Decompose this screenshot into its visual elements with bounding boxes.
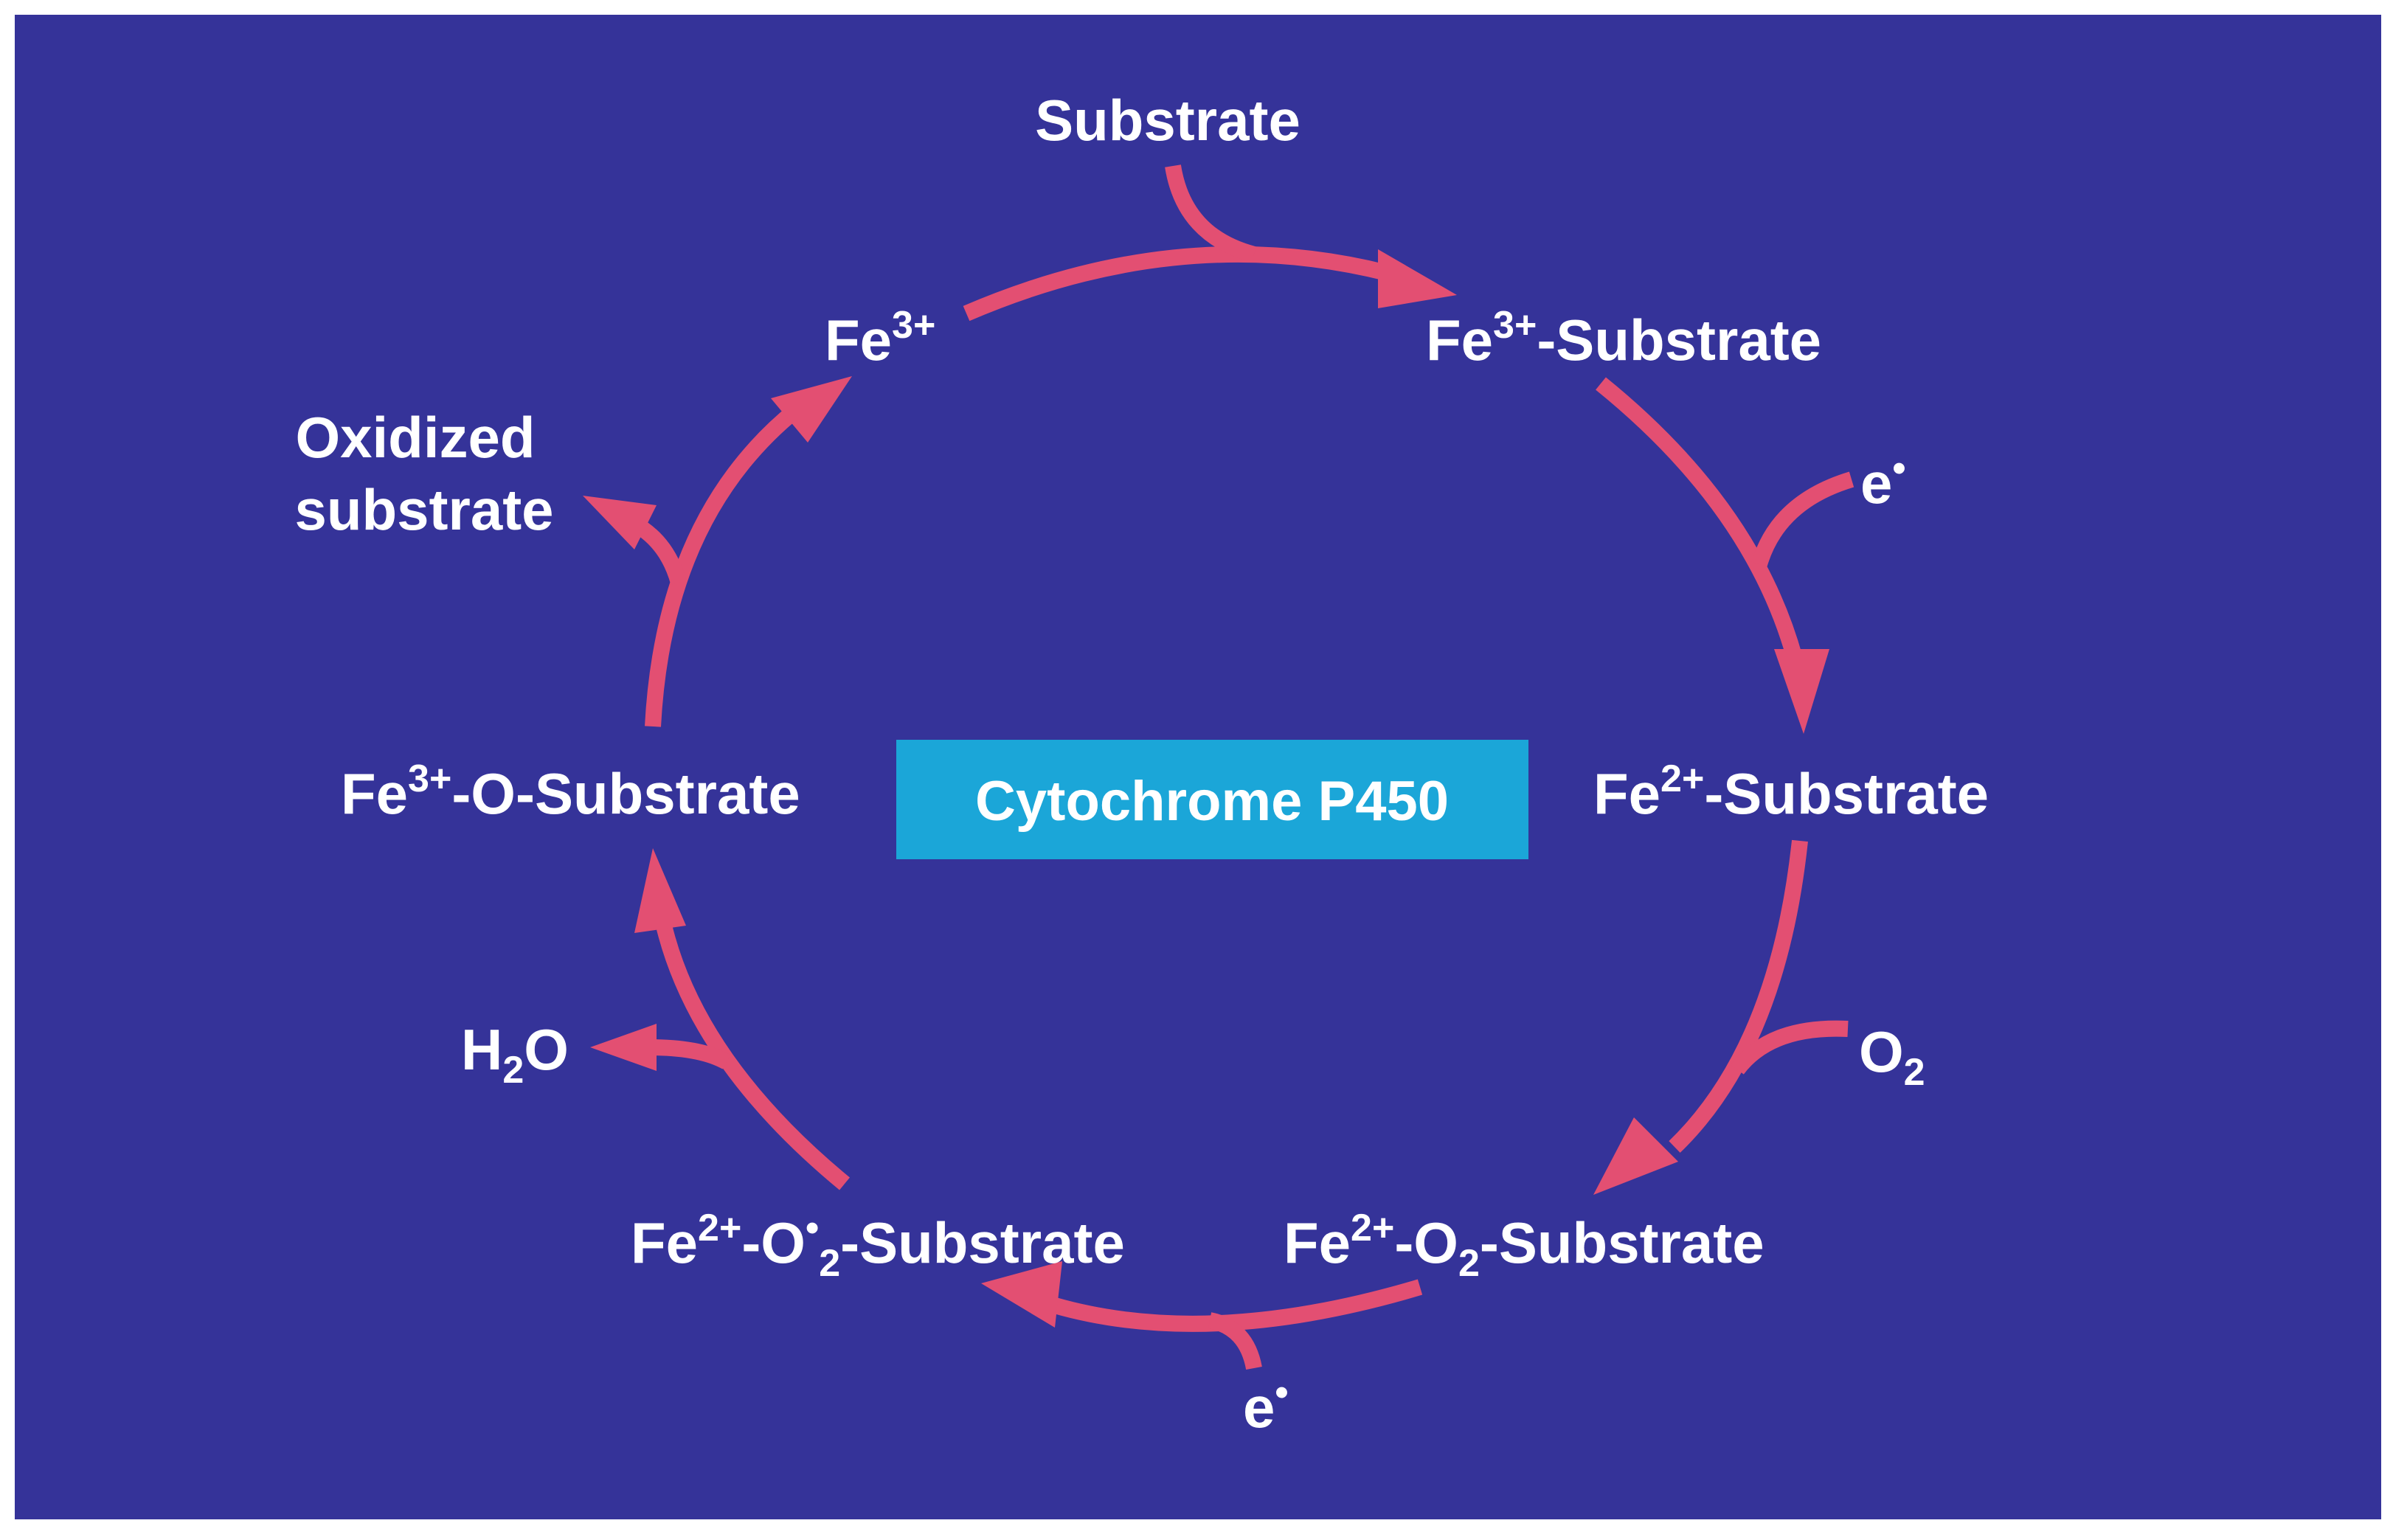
arrowhead-fe2-o2-substrate	[1593, 1117, 1678, 1195]
arrow-fe2-substrate-to-fe2-o2-substrate	[1669, 839, 1808, 1153]
label-fe2-o2-substrate: Fe2+-O2-Substrate	[1284, 1207, 1765, 1285]
arrow-electron-1-input	[1751, 471, 1855, 567]
arrow-fe2-o2-to-fe2-o2rad	[1052, 1279, 1423, 1332]
arrowhead-fe3-substrate	[1378, 249, 1457, 308]
label-water-output: H2O	[461, 1017, 569, 1092]
arrow-fe3-o-substrate-to-fe3	[645, 403, 802, 727]
label-fe2-o2rad-substrate: Fe2+-O•2-Substrate	[631, 1207, 1125, 1285]
label-fe3-substrate: Fe3+-Substrate	[1426, 304, 1821, 372]
label-oxygen-input: O2	[1859, 1019, 1925, 1094]
center-enzyme-label: Cytochrome P450	[975, 770, 1449, 833]
label-substrate-input: Substrate	[1035, 88, 1301, 153]
label-electron-1: e•	[1860, 447, 1906, 516]
arrow-fe3-substrate-to-fe2-substrate	[1596, 377, 1804, 666]
arrowhead-fe2-substrate	[1774, 649, 1829, 734]
arrowhead-fe3	[771, 376, 852, 443]
arrow-electron-2-input	[1208, 1312, 1262, 1370]
label-fe3: Fe3+	[825, 304, 935, 372]
arrowhead-fe2-o2rad-substrate	[981, 1261, 1062, 1328]
arrowhead-water	[590, 1024, 657, 1071]
arrow-water-output	[648, 1039, 731, 1069]
label-fe3-o-substrate: Fe3+-O-Substrate	[341, 757, 800, 826]
center-enzyme-box	[896, 740, 1528, 859]
arrow-substrate-input	[1165, 164, 1256, 263]
arrow-fe3-to-fe3-substrate	[963, 246, 1389, 322]
label-oxidized-substrate-line2: substrate	[294, 477, 553, 542]
label-oxidized-substrate-line1: Oxidized	[295, 405, 535, 470]
arrowhead-oxidized-substrate	[583, 496, 657, 549]
arrowhead-fe3-o-substrate	[634, 848, 686, 933]
label-fe2-substrate: Fe2+-Substrate	[1593, 757, 1989, 826]
label-electron-2: e•	[1243, 1371, 1289, 1440]
arrow-oxygen-input	[1731, 1020, 1849, 1075]
